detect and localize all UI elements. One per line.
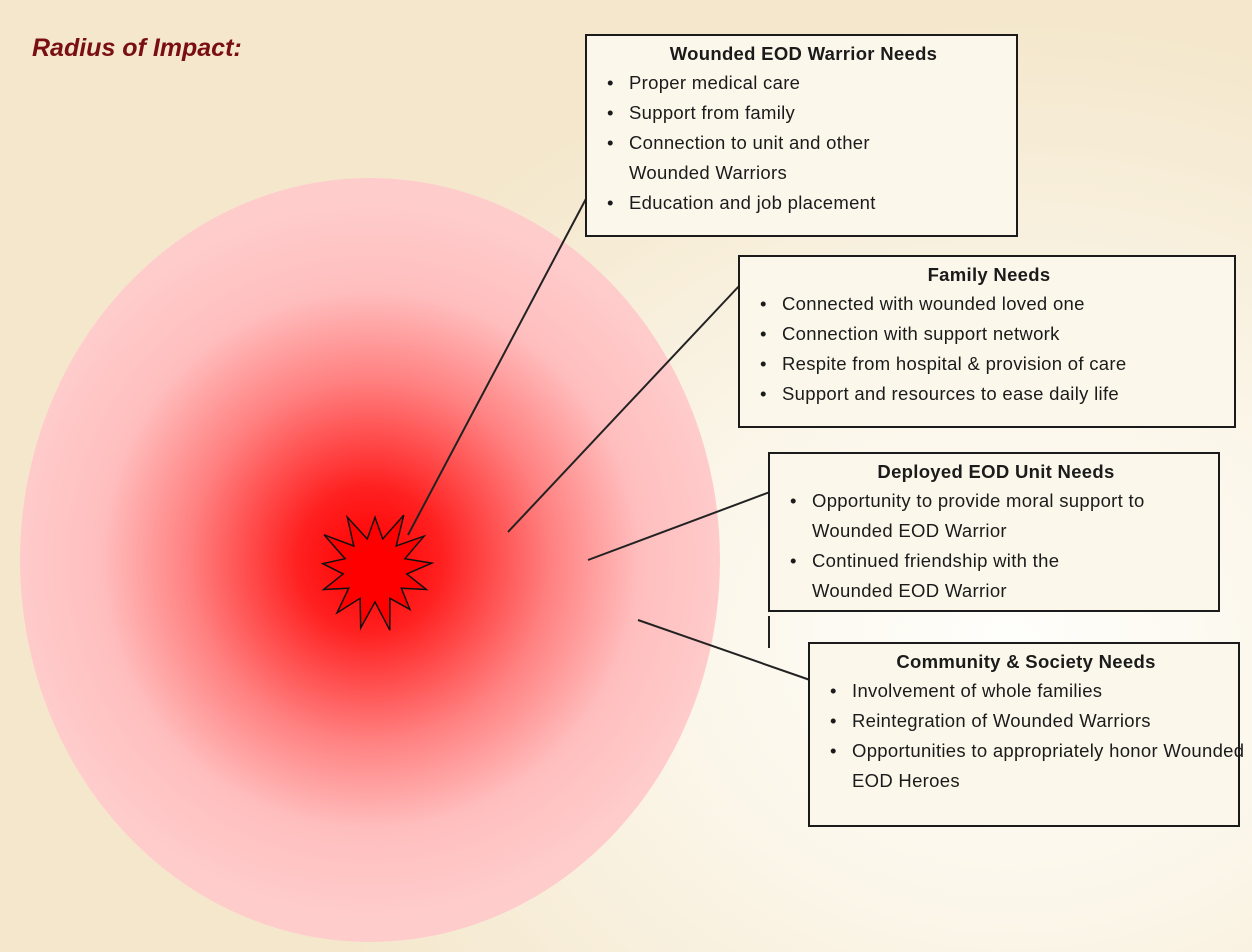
connector-warrior [407,194,589,536]
list-item-text: Support and resources to ease daily life [782,383,1119,404]
list-item: • Opportunities to appropriately honor Wo… [824,736,1247,796]
community-needs-list: • Involvement of whole families • Reintegr… [824,676,1244,796]
list-item: • Involvement of whole families [824,676,1228,706]
list-item: • Respite from hospital & provision of ca… [754,349,1224,379]
list-item-text: Connection to unit and other Wounded War… [629,132,870,183]
bullet-icon: • [760,383,767,404]
list-item-text: Support from family [629,102,796,123]
bullet-icon: • [830,710,837,731]
list-item-text: Education and job placement [629,192,876,213]
list-item-text: Opportunity to provide moral support to … [812,490,1145,541]
list-item-text: Involvement of whole families [852,680,1103,701]
connector-community [637,619,811,681]
list-item-text: Connected with wounded loved one [782,293,1085,314]
unit-needs-list: • Opportunity to provide moral support to… [784,486,1208,606]
bullet-icon: • [760,323,767,344]
bullet-icon: • [607,132,614,153]
list-item-text: Respite from hospital & provision of car… [782,353,1127,374]
diagram-title: Radius of Impact: [32,34,242,62]
warrior-needs-title: Wounded EOD Warrior Needs [669,43,938,64]
warrior-needs-box: Wounded EOD Warrior Needs • Proper medica… [585,34,1018,237]
list-item: • Reintegration of Wounded Warriors [824,706,1228,736]
bullet-icon: • [830,740,837,761]
bullet-icon: • [790,490,797,511]
connector-unit [587,491,771,561]
list-item-text: Proper medical care [629,72,801,93]
connector-family [507,284,741,533]
list-item: • Continued friendship with the Wounded E… [784,546,1132,606]
bullet-icon: • [607,192,614,213]
list-item: • Connected with wounded loved one [754,289,1224,319]
community-needs-title: Community & Society Needs [896,651,1156,672]
list-item: • Opportunity to provide moral support to… [784,486,1202,546]
bullet-icon: • [607,102,614,123]
list-item-text: Opportunities to appropriately honor Wou… [852,740,1245,791]
list-item-text: Reintegration of Wounded Warriors [852,710,1151,731]
unit-needs-title: Deployed EOD Unit Needs [877,461,1115,482]
list-item-text: Continued friendship with the Wounded EO… [812,550,1060,601]
community-needs-box: Community & Society Needs • Involvement o… [808,642,1244,827]
list-item: • Support from family [601,98,1006,128]
bullet-icon: • [607,72,614,93]
list-item: • Connection with support network [754,319,1224,349]
bullet-icon: • [830,680,837,701]
explosion-burst-icon [320,514,435,631]
list-item: • Support and resources to ease daily lif… [754,379,1224,409]
list-item-text: Connection with support network [782,323,1060,344]
family-needs-title: Family Needs [927,264,1051,285]
list-item: • Connection to unit and other Wounded Wa… [601,128,929,188]
list-item: • Proper medical care [601,68,1006,98]
bullet-icon: • [760,353,767,374]
bullet-icon: • [760,293,767,314]
bullet-icon: • [790,550,797,571]
family-needs-box: Family Needs • Connected with wounded lov… [738,255,1236,428]
warrior-needs-list: • Proper medical care • Support from famil… [601,68,1006,218]
family-needs-list: • Connected with wounded loved one • Conne… [754,289,1224,409]
unit-needs-box: Deployed EOD Unit Needs • Opportunity to … [768,452,1220,612]
list-item: • Education and job placement [601,188,1006,218]
